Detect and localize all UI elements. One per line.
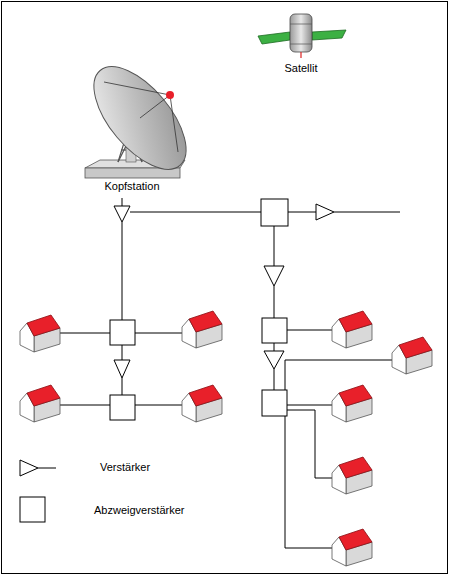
cable-network [60,198,400,548]
house-icon [20,311,432,566]
legend-label: Abzweigverstärker [94,504,184,517]
legend-label: Verstärker [100,461,150,474]
satellite-icon [258,14,346,58]
dish-antenna [77,51,203,185]
head-end-label: Kopfstation [104,180,159,193]
branch-amplifier-symbol [110,199,288,420]
amplifier-symbol [114,204,334,378]
satellite-label: Satellit [284,62,317,75]
legend-samples [20,460,56,522]
